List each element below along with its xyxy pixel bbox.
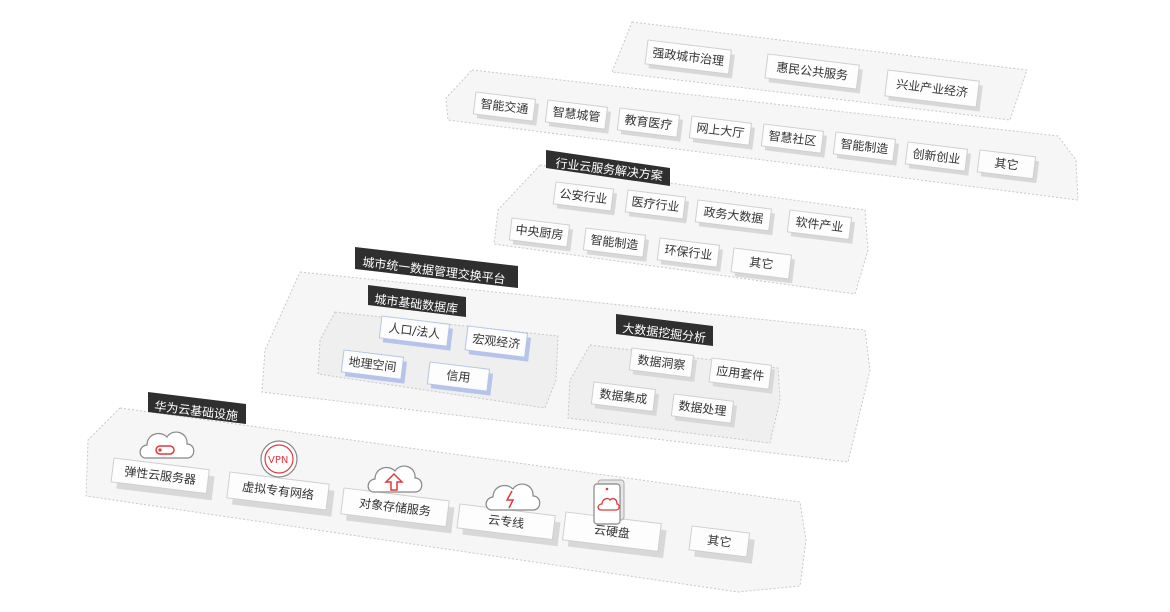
industry-item-5: 智能制造 (582, 227, 650, 262)
app-item-4: 智慧社区 (760, 123, 828, 158)
app-item-4-label: 智慧社区 (768, 128, 817, 149)
analytics-item-2-label: 数据集成 (599, 386, 648, 407)
database-item-0-label: 人口/法人 (388, 321, 441, 341)
infra-item-4: 云硬盘 (562, 511, 667, 559)
infra-item-5-label: 其它 (707, 532, 733, 550)
industry-item-1: 医疗行业 (624, 189, 690, 224)
app-item-2: 教育医疗 (616, 107, 684, 142)
infra-item-3-label: 云专线 (487, 512, 525, 531)
database-item-2-label: 地理空间 (348, 355, 397, 375)
industry-item-1-label: 医疗行业 (631, 195, 680, 215)
database-item-1-label: 宏观经济 (472, 331, 521, 352)
infra-item-2: 对象存储服务 (340, 487, 455, 534)
app-item-0: 智能交通 (472, 91, 540, 126)
database-item-3: 信用 (426, 361, 494, 396)
cloud-upload-icon (367, 465, 423, 493)
industry-item-7-label: 其它 (749, 254, 775, 272)
app-item-7: 其它 (976, 149, 1040, 184)
analytics-item-2: 数据集成 (590, 381, 660, 416)
industry-item-0-label: 公安行业 (559, 186, 608, 207)
app-item-5-label: 智能制造 (840, 136, 889, 157)
industry-item-3: 软件产业 (786, 209, 856, 244)
app-item-3: 网上大厅 (688, 115, 756, 150)
top-item-1: 惠民公共服务 (764, 53, 863, 94)
industry-item-7: 其它 (730, 247, 796, 284)
analytics-item-1: 应用套件 (708, 357, 776, 394)
infra-item-5: 其它 (688, 525, 755, 564)
database-item-0: 人口/法人 (378, 315, 453, 351)
analytics-item-1-label: 应用套件 (716, 363, 765, 384)
infra-item-0: 弹性云服务器 (110, 457, 215, 501)
industry-item-4-label: 中央厨房 (515, 222, 564, 243)
cloud-disk-icon (593, 479, 625, 525)
database-item-2: 地理空间 (340, 349, 408, 384)
app-item-0-label: 智能交通 (480, 96, 529, 117)
infra-item-3: 云专线 (456, 503, 561, 547)
analytics-item-0: 数据洞察 (628, 347, 698, 382)
analytics-item-3-label: 数据处理 (678, 398, 727, 419)
vpn-icon: VPN (260, 440, 298, 478)
app-item-7-label: 其它 (994, 155, 1020, 173)
industry-item-6-label: 环保行业 (664, 243, 713, 263)
industry-item-2: 政务大数据 (694, 199, 775, 236)
cloud-lightning-icon (485, 483, 541, 511)
industry-item-0: 公安行业 (552, 181, 618, 216)
app-item-1: 智慧城管 (544, 99, 612, 134)
app-item-1-label: 智慧城管 (552, 104, 601, 125)
infra-item-4-label: 云硬盘 (593, 522, 631, 541)
top-item-2: 兴业产业经济 (884, 69, 983, 112)
database-item-1: 宏观经济 (464, 325, 532, 362)
app-item-3-label: 网上大厅 (696, 121, 745, 141)
industry-item-6: 环保行业 (656, 237, 724, 272)
vpn-icon-text: VPN (268, 455, 288, 466)
industry-item-2-label: 政务大数据 (703, 204, 764, 226)
industry-item-5-label: 智能制造 (590, 232, 639, 253)
analytics-item-0-label: 数据洞察 (637, 352, 686, 373)
database-item-3-label: 信用 (446, 368, 472, 385)
industry-item-3-label: 软件产业 (795, 215, 844, 235)
app-item-6-label: 创新创业 (912, 146, 961, 167)
app-item-5: 智能制造 (832, 131, 900, 166)
infra-item-1: 虚拟专有网络 (226, 471, 335, 517)
industry-item-4: 中央厨房 (508, 217, 574, 252)
app-item-2-label: 教育医疗 (624, 112, 673, 133)
cloud-server-icon (139, 431, 195, 459)
boxes: 强政城市治理惠民公共服务兴业产业经济智能交通智慧城管教育医疗网上大厅智慧社区智能… (110, 39, 1040, 564)
app-item-6: 创新创业 (904, 141, 972, 176)
top-item-0: 强政城市治理 (644, 39, 735, 79)
analytics-item-3: 数据处理 (670, 393, 738, 428)
